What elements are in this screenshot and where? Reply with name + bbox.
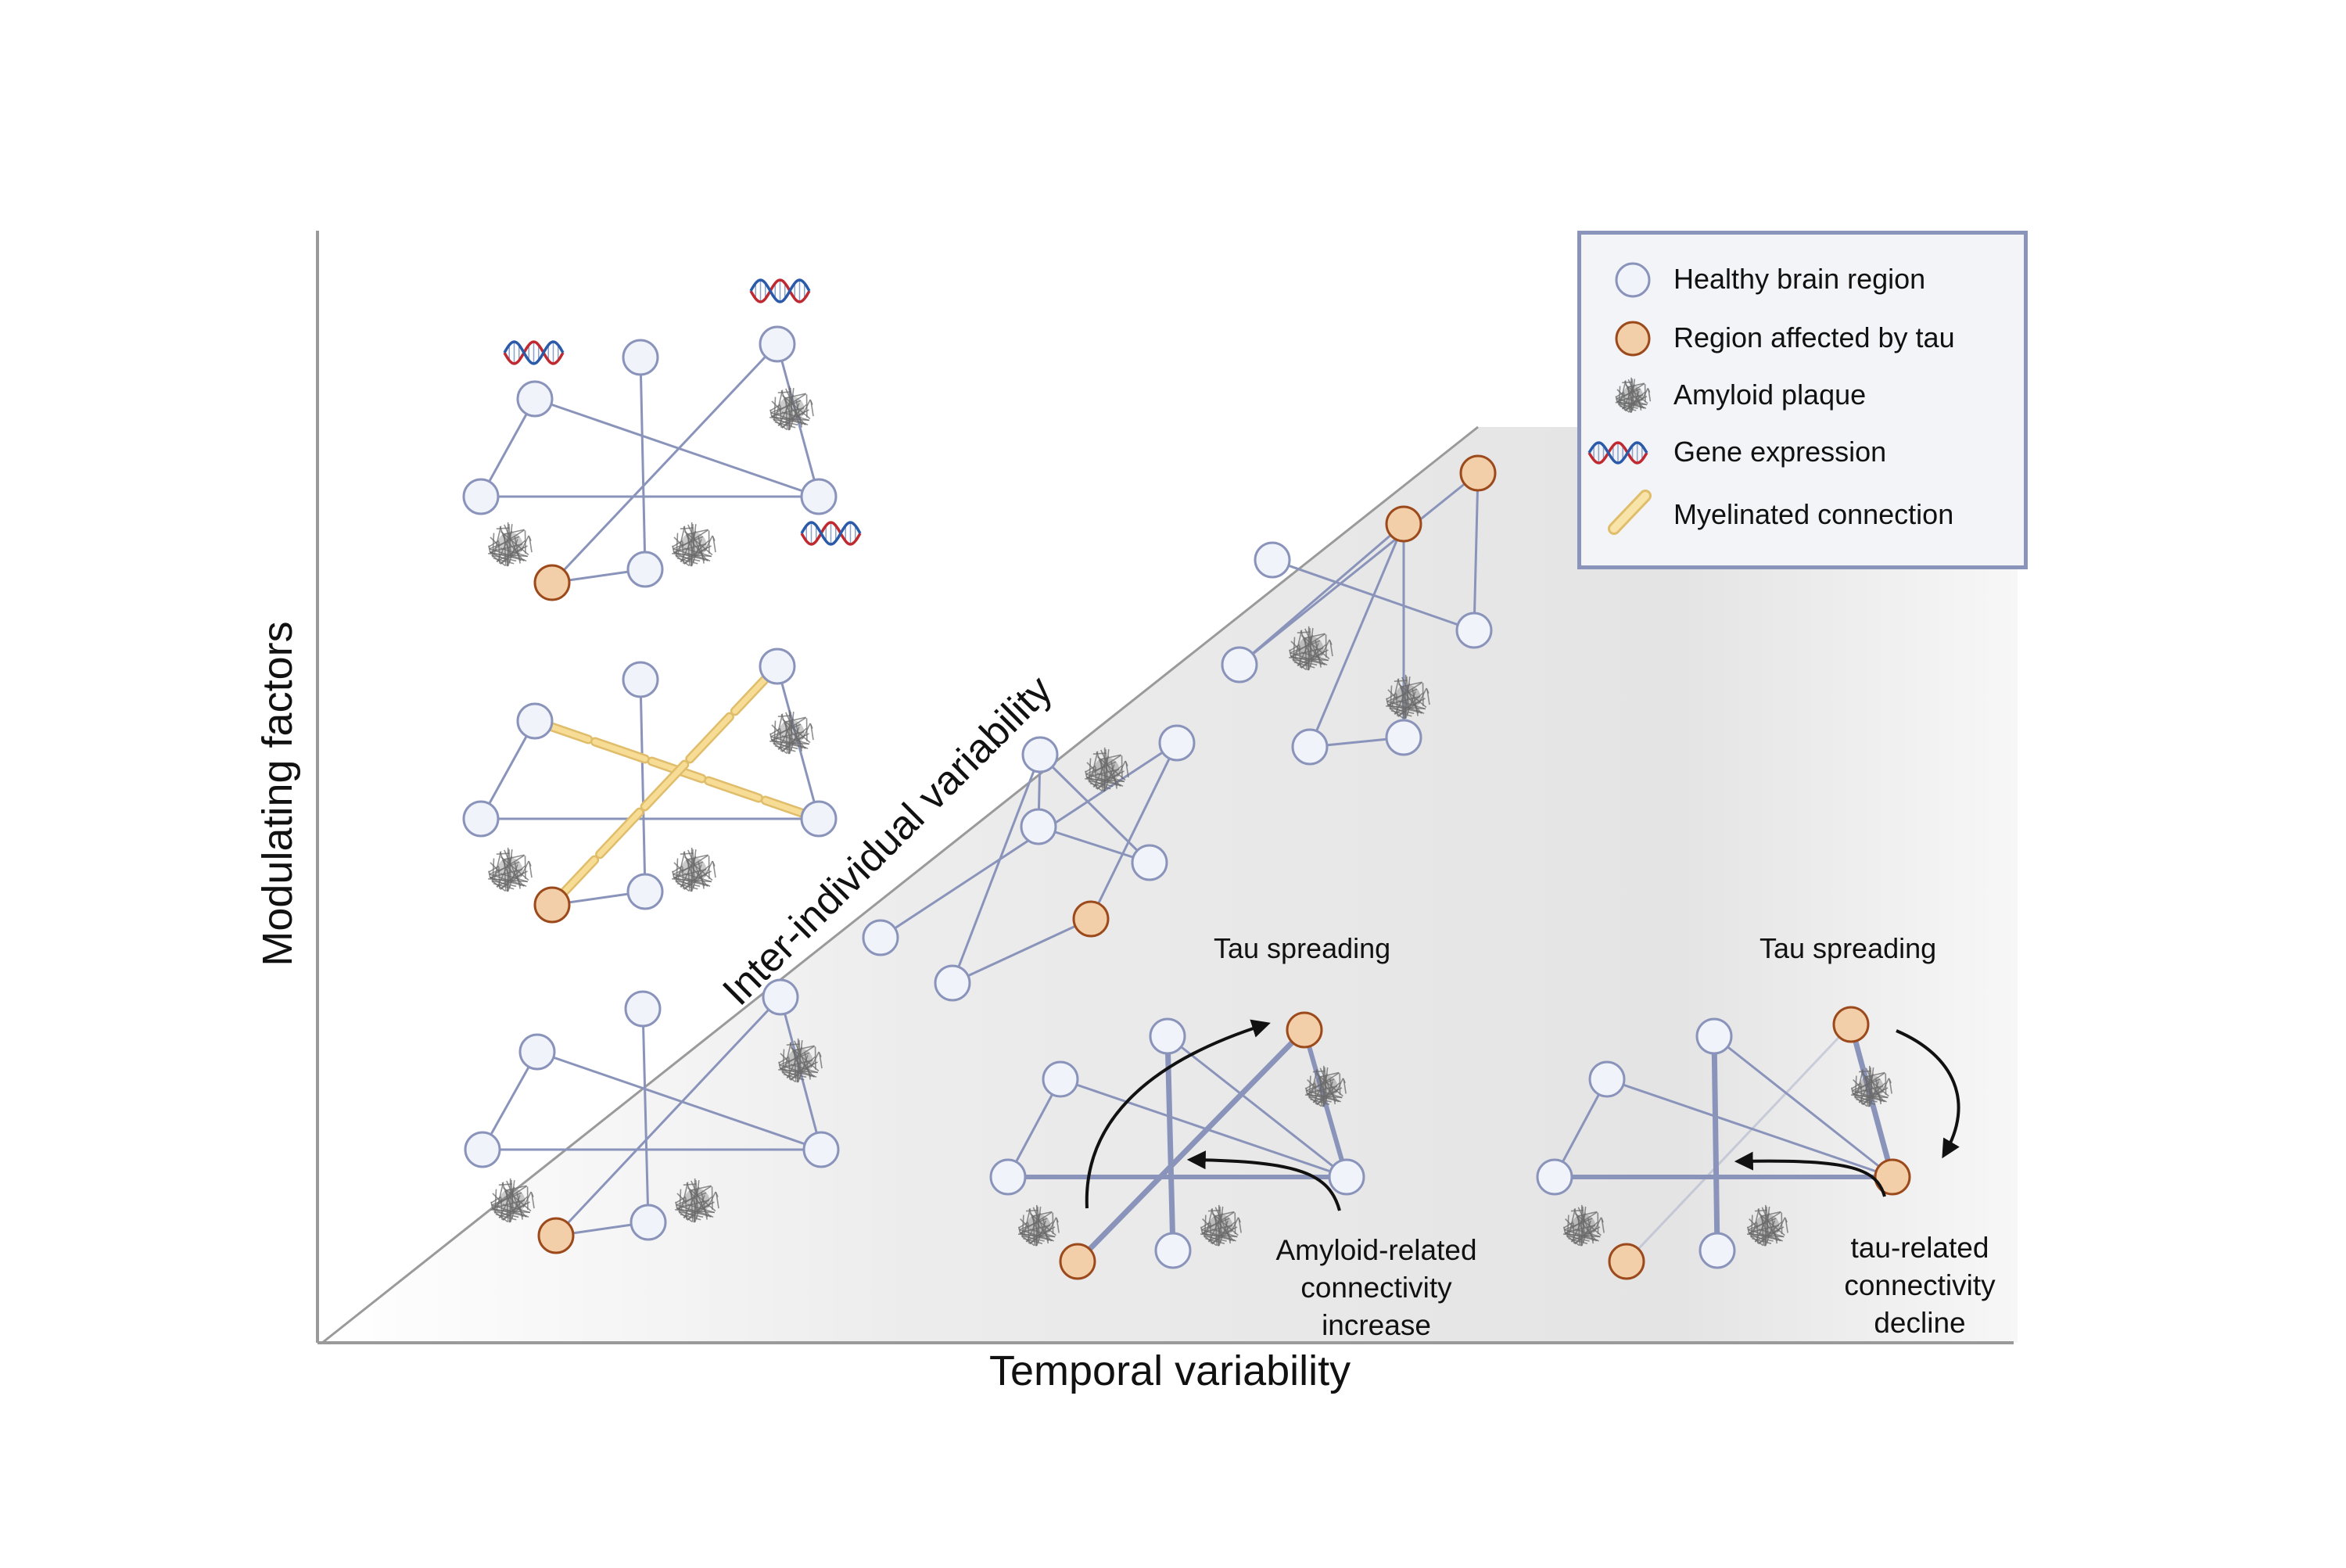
dna-helix-icon <box>751 280 809 302</box>
healthy-node <box>628 874 662 909</box>
network-edge <box>640 357 645 569</box>
tau-node <box>539 1218 573 1253</box>
tau-node <box>1609 1244 1644 1279</box>
healthy-node <box>1537 1160 1572 1194</box>
healthy-node <box>1457 613 1491 648</box>
myelinated-connection <box>554 669 774 902</box>
healthy-node <box>623 340 658 375</box>
amyloid-plaque-icon <box>1598 375 1653 417</box>
tau-node <box>1074 902 1108 936</box>
healthy-node <box>623 662 658 697</box>
healthy-node <box>760 649 795 684</box>
network-edge <box>552 344 777 583</box>
network-edge <box>535 399 819 497</box>
myelin-icon <box>1598 488 1661 538</box>
legend-item-tau: Region affected by tau <box>1581 314 2024 361</box>
tau-node <box>1834 1007 1868 1042</box>
amyloid-panel-title: Tau spreading <box>1214 932 1390 965</box>
network-edge <box>640 680 645 892</box>
healthy-node <box>804 1132 838 1167</box>
tau-node <box>1461 456 1495 490</box>
healthy-node <box>1021 809 1056 844</box>
legend: Healthy brain region Region affected by … <box>1577 231 2028 569</box>
healthy-node <box>935 966 970 1000</box>
healthy-node <box>991 1160 1025 1194</box>
legend-item-myelin: Myelinated connection <box>1581 491 2024 538</box>
healthy-node <box>1222 648 1257 682</box>
tau-node <box>535 888 569 922</box>
dna-helix-icon <box>504 342 563 364</box>
network-edge <box>1714 1036 1717 1250</box>
tau-connectivity-note: tau-related connectivity decline <box>1826 1229 2014 1342</box>
healthy-node <box>464 802 498 836</box>
network-edges <box>481 666 819 905</box>
healthy-node <box>1156 1233 1190 1268</box>
amyloid-plaque-icon <box>672 848 716 892</box>
healthy-node <box>518 704 552 738</box>
tau-node <box>1060 1244 1095 1279</box>
dna-helix-icon <box>802 522 860 544</box>
legend-label: Healthy brain region <box>1673 263 1925 296</box>
healthy-node <box>1160 726 1194 760</box>
legend-item-healthy: Healthy brain region <box>1581 256 2024 303</box>
healthy-node <box>1255 543 1290 577</box>
healthy-node <box>626 992 660 1026</box>
healthy-node <box>1697 1019 1731 1053</box>
amyloid-plaque-icon <box>672 522 716 566</box>
healthy-node <box>1293 730 1327 764</box>
healthy-node <box>1023 737 1057 772</box>
legend-item-gene: Gene expression <box>1581 429 2024 475</box>
legend-label: Gene expression <box>1673 436 1886 468</box>
healthy-node <box>1132 845 1167 880</box>
healthy-node <box>1043 1062 1078 1096</box>
network-edges <box>481 344 819 583</box>
healthy-node <box>1590 1062 1624 1096</box>
tau-node <box>1287 1013 1322 1047</box>
dna-helix-icon <box>1586 432 1648 474</box>
healthy-node <box>760 327 795 361</box>
healthy-node <box>628 552 662 587</box>
healthy-node <box>520 1035 554 1069</box>
healthy-node <box>802 802 836 836</box>
healthy-node <box>465 1132 500 1167</box>
dna-helix-icon <box>1589 443 1647 463</box>
network-edge <box>777 344 819 497</box>
healthy-node <box>518 382 552 416</box>
healthy-node <box>1700 1233 1734 1268</box>
tau-node-icon <box>1598 318 1653 360</box>
healthy-node <box>1150 1019 1185 1053</box>
amyloid-plaque-icon <box>488 848 532 892</box>
healthy-node <box>863 920 898 955</box>
tau-node <box>1386 507 1421 541</box>
legend-label: Myelinated connection <box>1673 498 1953 531</box>
healthy-node <box>464 479 498 514</box>
healthy-node-icon <box>1598 259 1653 301</box>
x-axis-label: Temporal variability <box>989 1347 1351 1395</box>
legend-item-amyloid: Amyloid plaque <box>1581 371 2024 418</box>
healthy-node <box>802 479 836 514</box>
tau-panel-title: Tau spreading <box>1760 932 1936 965</box>
tau-node <box>535 565 569 600</box>
legend-label: Region affected by tau <box>1673 321 1955 354</box>
amyloid-connectivity-note: Amyloid-related connectivity increase <box>1251 1232 1501 1344</box>
y-axis-label: Modulating factors <box>253 621 302 966</box>
legend-label: Amyloid plaque <box>1673 379 1866 411</box>
healthy-node <box>631 1205 665 1240</box>
amyloid-plaque-icon <box>1616 378 1651 413</box>
healthy-node <box>1386 720 1421 755</box>
amyloid-plaque-icon <box>488 522 532 566</box>
healthy-node <box>1329 1160 1364 1194</box>
